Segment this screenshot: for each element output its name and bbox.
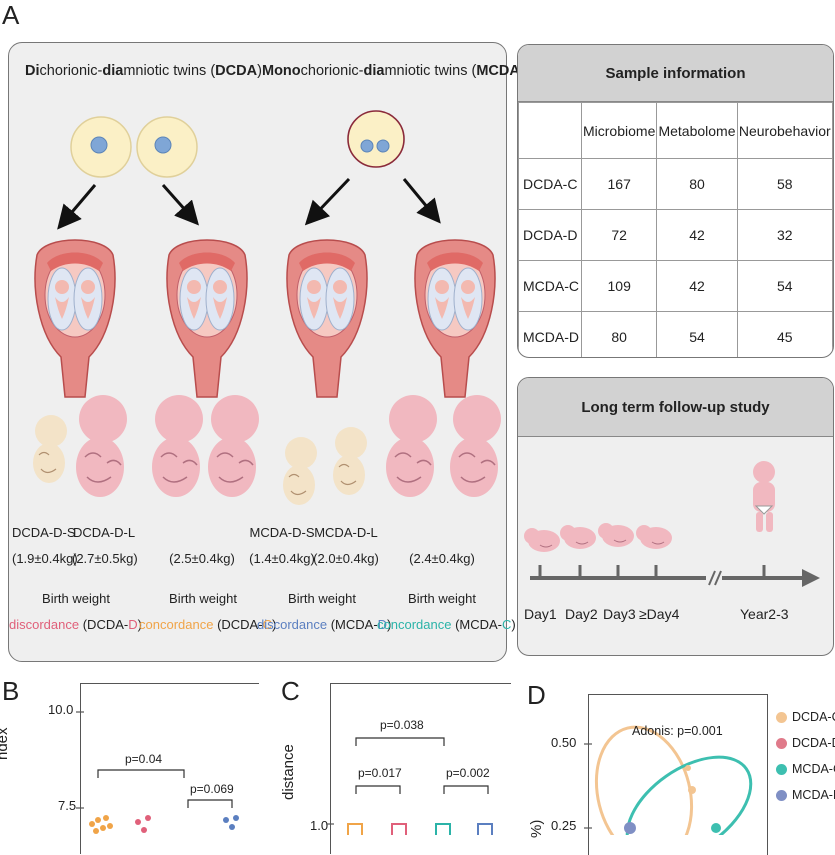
timepoint-day3: Day3 (603, 606, 636, 622)
infant-weight-mcda-c: (2.4±0.4kg) (409, 551, 475, 566)
panel-d-frame (588, 694, 768, 855)
table-cell: 54 (736, 260, 833, 312)
table-row: MCDA-D 80 54 45 (518, 311, 833, 357)
mcda-title: Monochorionic-diamniotic twins (MCDA) (262, 63, 525, 79)
legend-item-mcda-d: MCDA-D (776, 788, 835, 802)
group-label-mcda-c: concordance (MCDA-C) (377, 617, 516, 632)
table-cell: 58 (736, 158, 833, 210)
table-row: DCDA-D 72 42 32 (518, 209, 833, 261)
follow-up-panel: Long term follow-up study Day1 Day (517, 377, 834, 656)
birth-weight-label: Birth weight (42, 591, 110, 606)
table-cell: 80 (580, 311, 658, 357)
row-header: MCDA-C (518, 260, 582, 312)
panel-c-pvalue-3: p=0.002 (446, 766, 490, 780)
row-header: MCDA-D (518, 311, 582, 357)
panel-c-pvalue-2: p=0.017 (358, 766, 402, 780)
sample-information-table: Sample information Microbiome Metabolome… (517, 44, 834, 358)
panel-b-pvalue-1: p=0.04 (125, 752, 163, 766)
panel-c-ylabel: distance (280, 744, 297, 800)
group-label-dcda-c: concordance (DCDA-C) (139, 617, 277, 632)
infant-label-dcda-d-l: DCDA-D-L (72, 525, 136, 540)
table-row: DCDA-C 167 80 58 (518, 158, 833, 210)
timepoint-year2-3: Year2-3 (740, 606, 789, 622)
row-header: DCDA-D (518, 209, 582, 261)
panel-b-ylabel: ndex (0, 727, 11, 760)
birth-weight-label: Birth weight (408, 591, 476, 606)
column-header: Neurobehavior (736, 102, 833, 159)
panel-d-ylabel: %) (528, 819, 545, 838)
panel-b-tick: 10.0 (48, 702, 74, 717)
infant-weight-mcda-d-s: (1.4±0.4kg) (249, 551, 315, 566)
sample-info-title: Sample information (518, 45, 833, 102)
table-cell: 32 (736, 209, 833, 261)
timepoint-day2: Day2 (565, 606, 598, 622)
panel-b-tick: 7.5 (58, 798, 77, 813)
infant-weight-mcda-d-l: (2.0±0.4kg) (313, 551, 379, 566)
legend-item-mcda-c: MCDA-C (776, 762, 835, 776)
timeline-illustration (523, 461, 820, 587)
table-cell: 80 (656, 158, 738, 210)
infant-weight-dcda-d-s: (1.9±0.4kg) (12, 551, 78, 566)
group-label-mcda-d: discordance (MCDA-D) (257, 617, 392, 632)
panel-b-pvalue-2: p=0.069 (190, 782, 234, 796)
panel-c-tick: 1.0 (310, 818, 329, 833)
panel-label-c: C (281, 676, 300, 706)
table-row: MCDA-C 109 42 54 (518, 260, 833, 312)
timepoint-day1: Day1 (524, 606, 557, 622)
birth-weight-label: Birth weight (288, 591, 356, 606)
panel-label-a: A (2, 0, 20, 30)
twin-types-panel: Dichorionic-diamniotic twins (DCDA) Mono… (8, 42, 525, 662)
legend-swatch (776, 737, 787, 749)
panel-b-plot (76, 711, 239, 834)
table-header-row: Microbiome Metabolome Neurobehavior (518, 102, 833, 159)
panel-d-plot (584, 725, 753, 835)
infant-label-mcda-d-s: MCDA-D-S (249, 525, 315, 540)
table-cell: 42 (656, 209, 738, 261)
panel-c-pvalue-1: p=0.038 (380, 718, 424, 732)
table-cell: 167 (580, 158, 658, 210)
birth-weight-label: Birth weight (169, 591, 237, 606)
legend-swatch (776, 763, 787, 775)
panel-d-annotation: Adonis: p=0.001 (632, 724, 723, 738)
infant-weight-dcda-c: (2.5±0.4kg) (169, 551, 235, 566)
table-cell: 54 (656, 311, 738, 357)
column-header: Metabolome (656, 102, 738, 159)
table-cell: 45 (736, 311, 833, 357)
column-header: Microbiome (580, 102, 658, 159)
panel-label-d: D (527, 680, 546, 710)
table-cell: 72 (580, 209, 658, 261)
panel-label-b: B (2, 676, 20, 706)
infant-weight-dcda-d-l: (2.7±0.5kg) (72, 551, 138, 566)
dcda-title: Dichorionic-diamniotic twins (DCDA) (25, 63, 262, 79)
legend-swatch (776, 711, 787, 723)
legend-item-dcda-c: DCDA-C (776, 710, 835, 724)
twin-illustration (32, 110, 502, 506)
table-cell: 42 (656, 260, 738, 312)
group-label-dcda-d: discordance (DCDA-D) (9, 617, 142, 632)
follow-up-title: Long term follow-up study (518, 378, 833, 437)
timepoint-day4: ≥Day4 (639, 606, 680, 622)
infant-label-mcda-d-l: MCDA-D-L (314, 525, 378, 540)
legend-swatch (776, 789, 787, 801)
panel-d-tick: 0.50 (551, 735, 577, 750)
sample-info-grid: Microbiome Metabolome Neurobehavior DCDA… (518, 102, 833, 357)
panel-c-plot (326, 737, 493, 835)
panel-d-tick: 0.25 (551, 818, 577, 833)
panel-c-frame (330, 683, 511, 854)
legend-item-dcda-d: DCDA-D (776, 736, 835, 750)
row-header: DCDA-C (518, 158, 582, 210)
table-cell: 109 (580, 260, 658, 312)
infant-label-dcda-d-s: DCDA-D-S (12, 525, 76, 540)
